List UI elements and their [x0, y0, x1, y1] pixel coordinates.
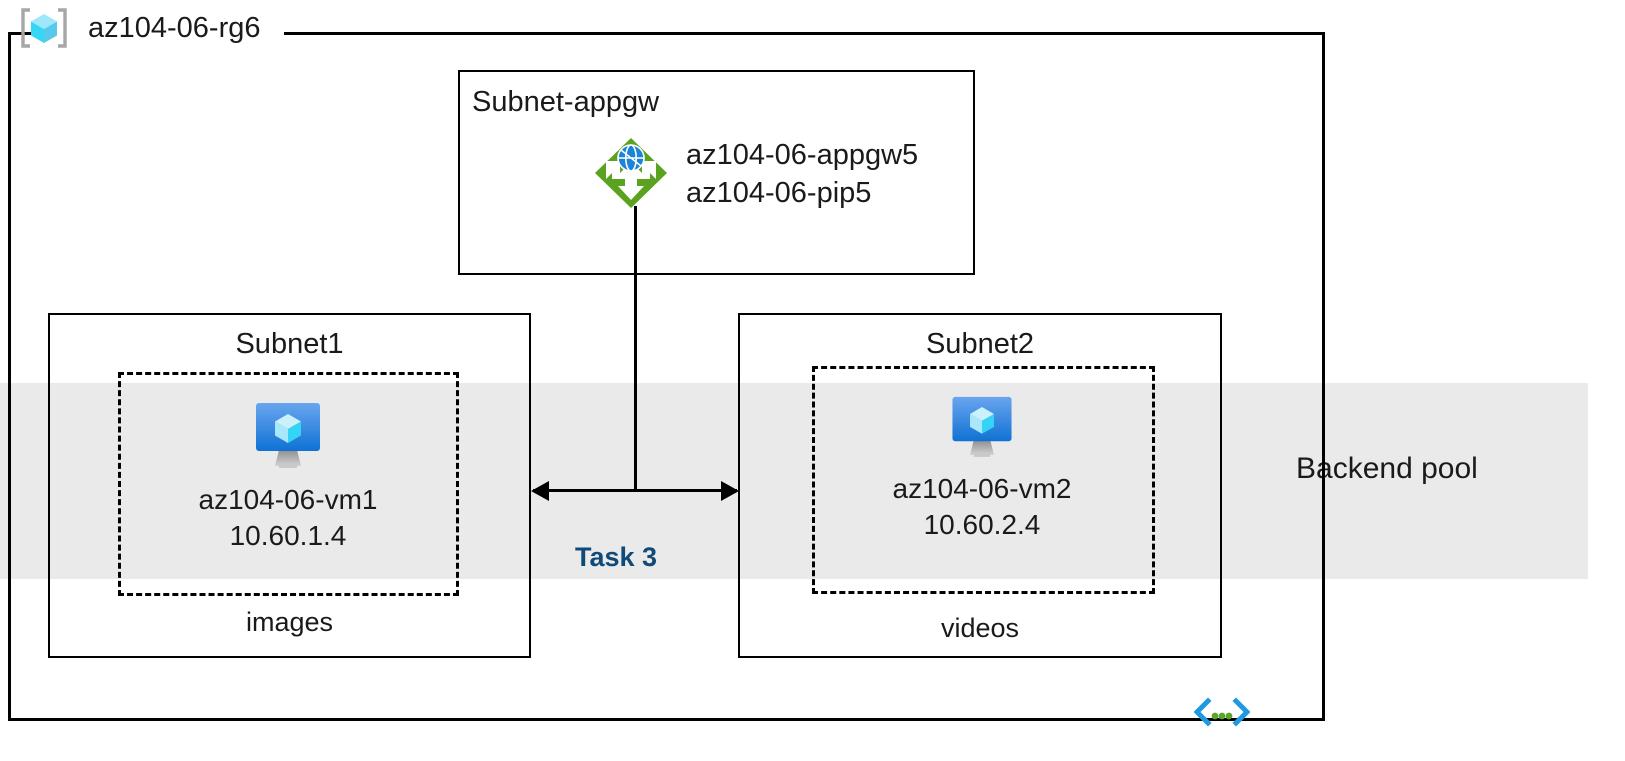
subnet2-box	[738, 313, 1222, 658]
vm1-group: az104-06-vm1 10.60.1.4	[138, 398, 438, 554]
vm1-ip: 10.60.1.4	[229, 520, 347, 551]
virtual-machine-icon	[952, 396, 1012, 457]
vm2-name: az104-06-vm2	[892, 473, 1072, 504]
appgw-public-ip-name: az104-06-pip5	[686, 177, 872, 209]
subnet-appgw-label: Subnet-appgw	[472, 86, 660, 118]
subnet1-nic-dashed-box	[118, 372, 459, 596]
application-gateway-icon	[592, 136, 670, 215]
connector-vertical	[634, 206, 637, 491]
subnet2-nic-dashed-box	[812, 366, 1155, 594]
backend-pool-label: Backend pool	[1296, 452, 1478, 485]
appgw-name: az104-06-appgw5	[686, 139, 919, 171]
connector-horizontal	[533, 489, 737, 492]
arrow-head-left	[531, 481, 549, 501]
resource-group-border-top-right	[284, 32, 1325, 35]
subnet1-label: Subnet1	[235, 328, 344, 360]
vm2-ip: 10.60.2.4	[923, 509, 1041, 540]
vm2-group: az104-06-vm2 10.60.2.4	[832, 392, 1132, 543]
application-gateway-group: az104-06-appgw5 az104-06-pip5	[592, 136, 918, 215]
resource-group-border-left	[8, 32, 11, 721]
resource-group-border-bottom	[8, 718, 1325, 721]
virtual-machine-icon	[256, 403, 320, 468]
vm1-name: az104-06-vm1	[198, 484, 378, 515]
resource-group-cube-icon	[18, 6, 70, 50]
arrow-head-right	[721, 481, 739, 501]
code-brackets-icon	[1193, 697, 1251, 727]
resource-group-border-right	[1322, 32, 1325, 721]
subnet1-box	[48, 313, 531, 658]
subnet2-sub-label: videos	[940, 613, 1020, 643]
subnet1-sub-label: images	[245, 607, 334, 637]
application-gateway-labels: az104-06-appgw5 az104-06-pip5	[686, 136, 918, 212]
task-marker-label: Task 3	[575, 542, 658, 572]
subnet2-label: Subnet2	[925, 328, 1035, 360]
resource-group-name: az104-06-rg6	[88, 12, 261, 44]
subnet-appgw-box	[458, 70, 975, 275]
